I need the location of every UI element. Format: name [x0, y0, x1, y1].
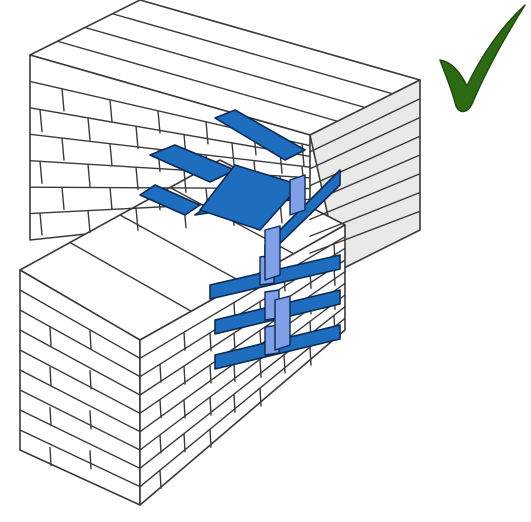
front-wall-right-joint — [184, 400, 185, 418]
front-wall-right-joint — [184, 366, 185, 384]
tie-stone-upper-end — [290, 175, 305, 215]
front-wall-right-joint — [160, 435, 161, 453]
front-wall-left-joint — [50, 368, 51, 386]
front-wall-right-joint — [160, 400, 161, 418]
front-wall-right-joint — [210, 429, 211, 447]
front-wall-right-joint — [260, 359, 261, 377]
tie-stone-vertical-2 — [275, 296, 290, 350]
front-wall-left-joint — [50, 448, 51, 466]
front-wall-left-joint — [90, 371, 91, 389]
front-wall-right-joint — [260, 388, 261, 406]
front-wall-right-joint — [310, 347, 311, 365]
tie-stone-vertical-1 — [265, 226, 280, 280]
check-mark-icon — [440, 5, 525, 112]
front-wall-left-joint — [50, 328, 51, 346]
front-wall-right-joint — [160, 364, 161, 382]
front-wall-left-joint — [90, 331, 91, 349]
front-wall-left-joint — [50, 408, 51, 426]
front-wall-left-joint — [90, 451, 91, 469]
front-wall-right-joint — [160, 470, 161, 488]
front-wall-right-joint — [284, 355, 285, 373]
front-wall-right-joint — [184, 332, 185, 350]
